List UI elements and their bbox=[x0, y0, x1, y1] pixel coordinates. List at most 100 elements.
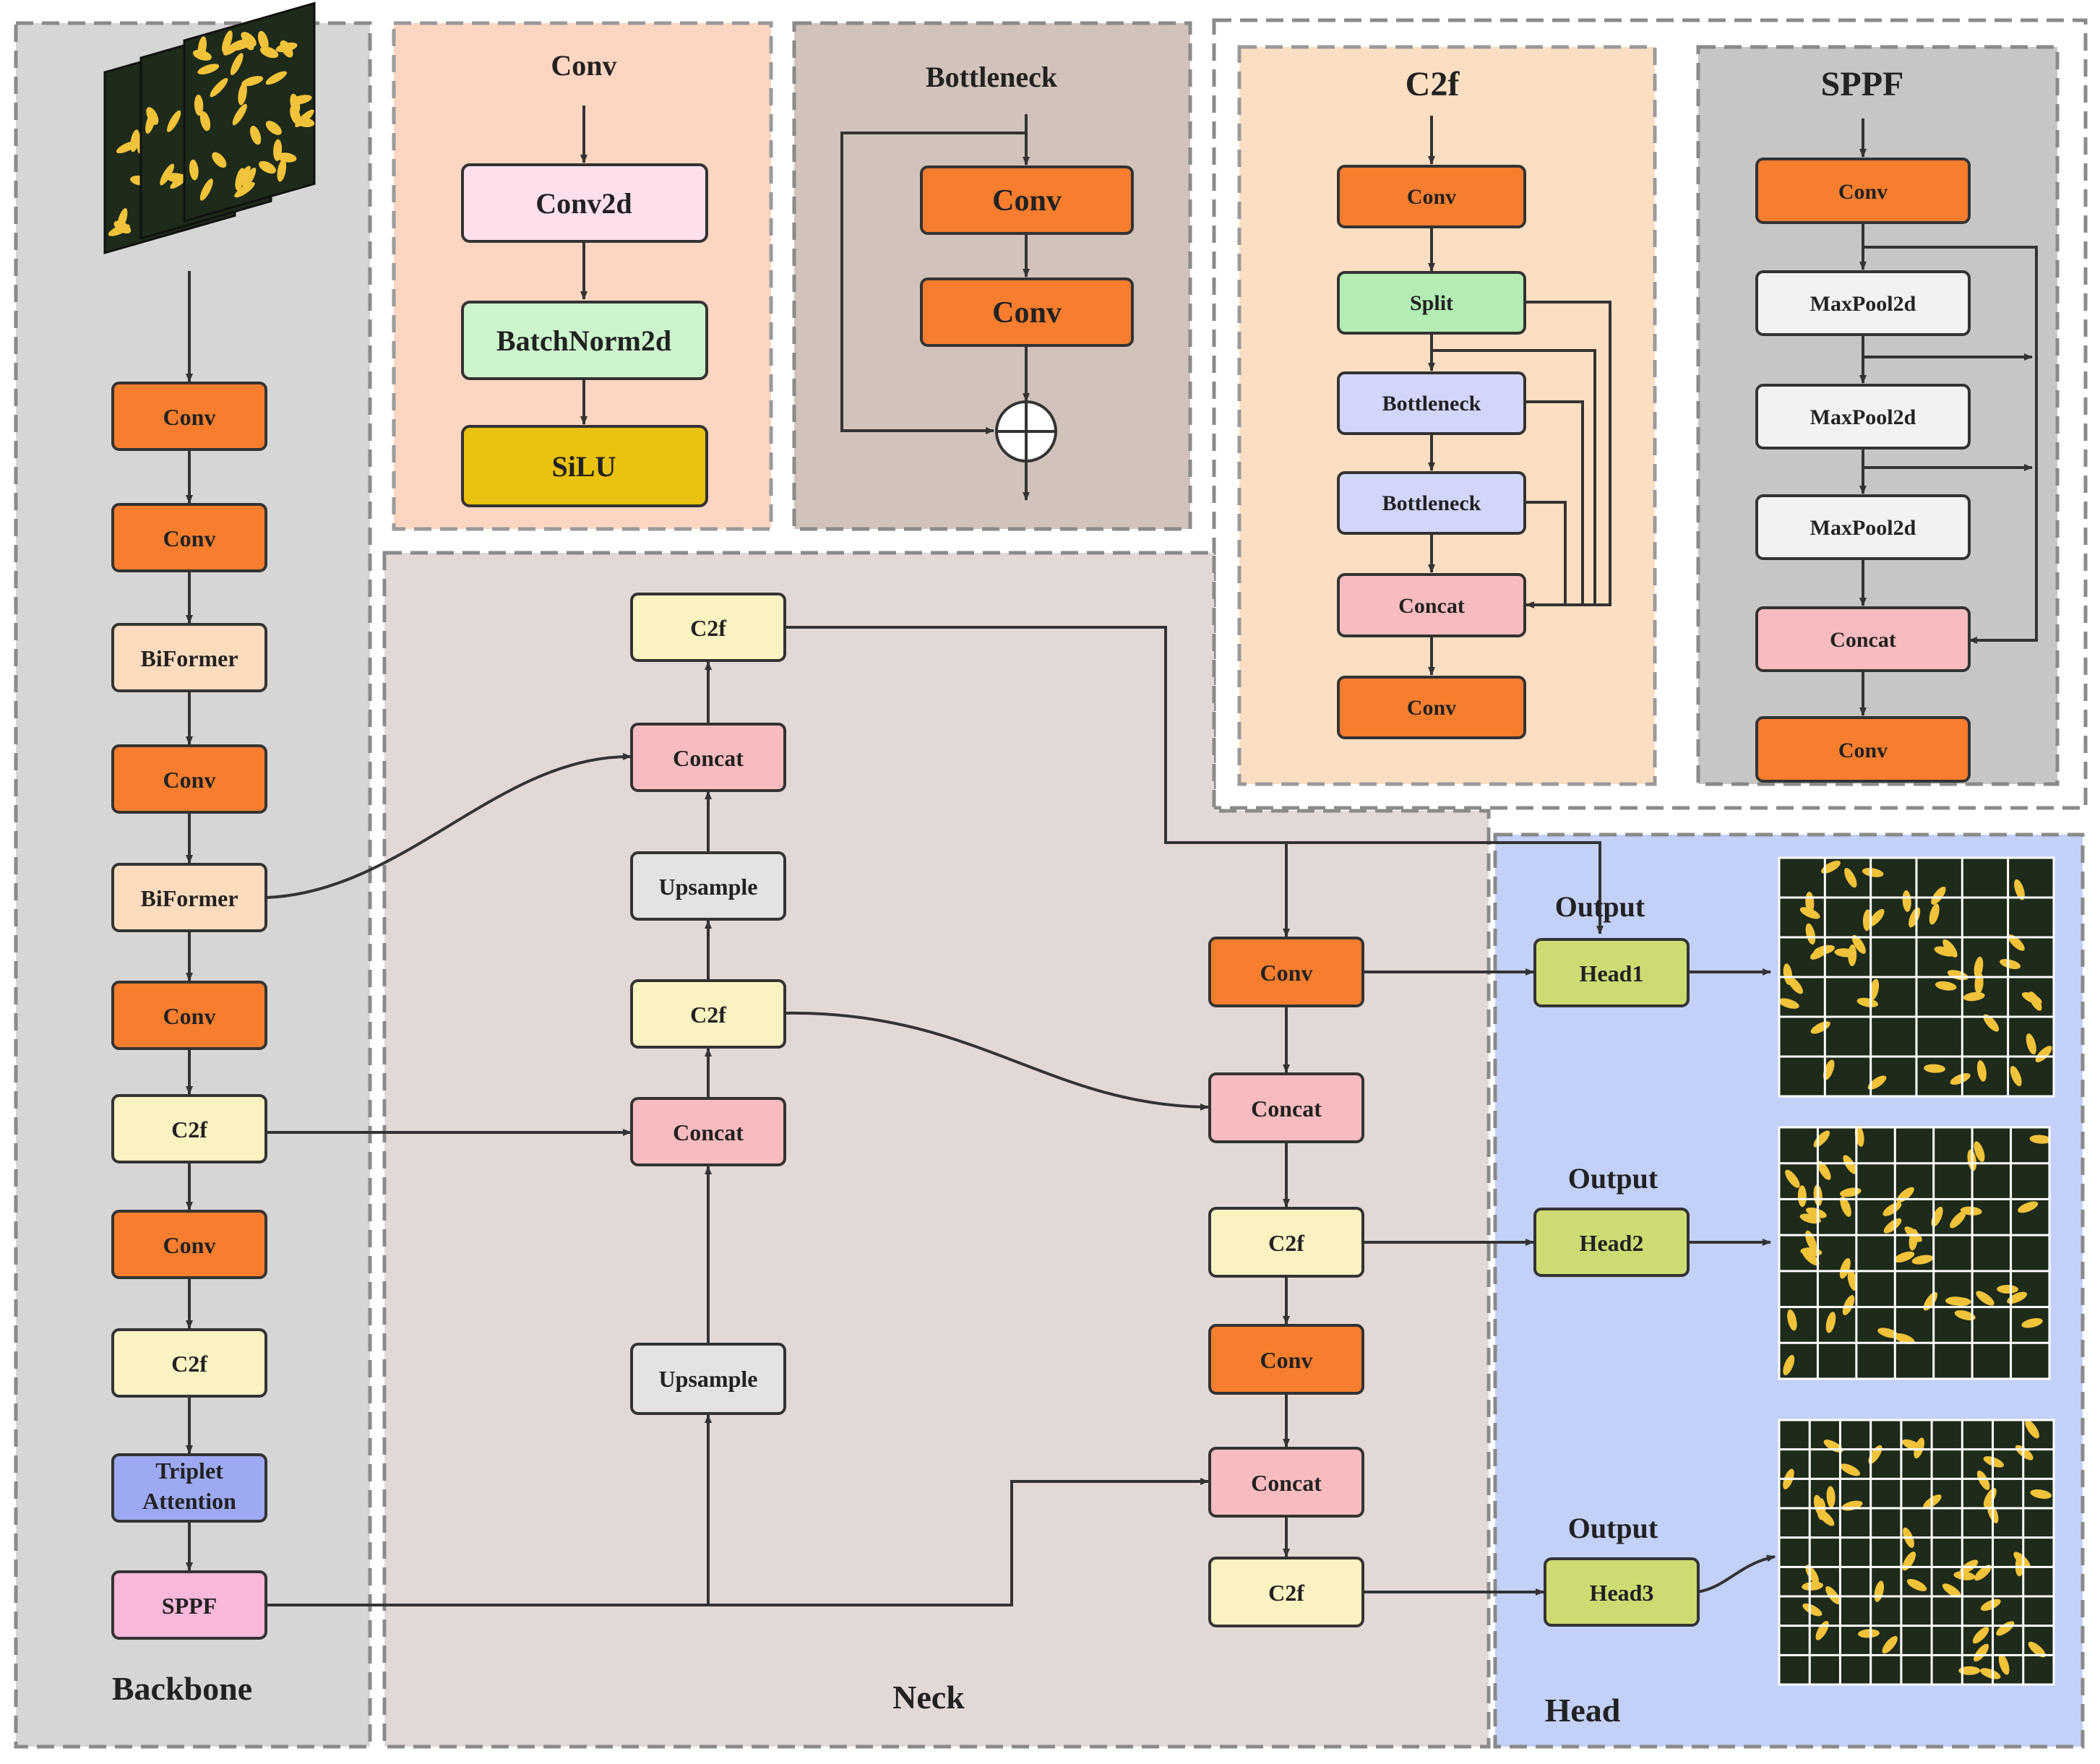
neck-upsample-bottom: Upsample bbox=[630, 1343, 786, 1415]
bottleneck-module-title: Bottleneck bbox=[926, 61, 1058, 93]
backbone-biformer-1: BiFormer bbox=[111, 623, 267, 692]
neck-c2f-right-1: C2f bbox=[1208, 1207, 1364, 1278]
grid-grain-image-icon bbox=[1778, 1419, 2055, 1686]
neck-c2f-top: C2f bbox=[630, 593, 786, 662]
svg-text:Conv: Conv bbox=[1407, 185, 1456, 209]
neck-concat-mid: Concat bbox=[630, 1097, 786, 1166]
c2f-module-conv-1: Conv bbox=[1337, 165, 1526, 228]
silu-block: SiLU bbox=[461, 425, 708, 507]
svg-text:Bottleneck: Bottleneck bbox=[1382, 491, 1481, 515]
backbone-triplet-attention: Triplet Attention bbox=[111, 1453, 267, 1523]
svg-text:Head3: Head3 bbox=[1590, 1580, 1654, 1606]
svg-text:Conv: Conv bbox=[163, 525, 216, 551]
svg-text:C2f: C2f bbox=[171, 1351, 207, 1377]
svg-text:Conv2d: Conv2d bbox=[535, 187, 632, 220]
neck-conv-right-1: Conv bbox=[1208, 937, 1364, 1007]
output-label-2: Output bbox=[1568, 1162, 1658, 1195]
circle-plus-icon bbox=[995, 400, 1057, 462]
neck-concat-right-1: Concat bbox=[1208, 1072, 1364, 1143]
neck-concat-top: Concat bbox=[630, 723, 786, 792]
head2-block: Head2 bbox=[1533, 1208, 1690, 1277]
svg-text:SiLU: SiLU bbox=[552, 450, 616, 483]
svg-text:Concat: Concat bbox=[1398, 594, 1465, 618]
c2f-module-concat: Concat bbox=[1337, 573, 1526, 637]
svg-text:Concat: Concat bbox=[1830, 628, 1896, 652]
svg-text:Head1: Head1 bbox=[1580, 960, 1644, 986]
grain-image-stack-icon bbox=[103, 1, 316, 254]
sppf-module-conv-1: Conv bbox=[1755, 158, 1971, 224]
head1-block: Head1 bbox=[1533, 938, 1690, 1007]
c2f-module-title: C2f bbox=[1406, 65, 1460, 103]
sppf-module-maxpool2d-1: MaxPool2d bbox=[1755, 270, 1971, 336]
svg-text:SPPF: SPPF bbox=[162, 1593, 217, 1619]
backbone-c2f-2: C2f bbox=[111, 1328, 267, 1398]
svg-text:Bottleneck: Bottleneck bbox=[1382, 392, 1481, 416]
sppf-module-maxpool2d-3: MaxPool2d bbox=[1755, 494, 1971, 560]
svg-text:BatchNorm2d: BatchNorm2d bbox=[496, 324, 671, 357]
bottleneck-conv-2: Conv bbox=[920, 277, 1134, 347]
svg-text:Upsample: Upsample bbox=[659, 1366, 758, 1392]
svg-text:Conv: Conv bbox=[163, 404, 216, 430]
neck-c2f-mid: C2f bbox=[630, 979, 786, 1049]
svg-text:Conv: Conv bbox=[163, 1232, 216, 1258]
svg-text:BiFormer: BiFormer bbox=[140, 885, 238, 911]
svg-text:Conv: Conv bbox=[992, 296, 1062, 330]
output-label-1: Output bbox=[1555, 890, 1645, 923]
sppf-module-concat: Concat bbox=[1755, 606, 1971, 672]
svg-text:C2f: C2f bbox=[1268, 1580, 1304, 1606]
svg-text:Conv: Conv bbox=[1407, 696, 1456, 720]
head3-block: Head3 bbox=[1544, 1557, 1700, 1627]
sppf-module-conv-2: Conv bbox=[1755, 716, 1971, 783]
neck-section-label: Neck bbox=[892, 1679, 965, 1716]
conv-module-title: Conv bbox=[551, 49, 616, 82]
conv2d-block: Conv2d bbox=[461, 163, 708, 243]
backbone-c2f-1: C2f bbox=[111, 1094, 267, 1163]
head-connections bbox=[1363, 968, 1776, 1596]
neck-concat-right-2: Concat bbox=[1208, 1447, 1364, 1518]
output-label-3: Output bbox=[1568, 1512, 1658, 1544]
svg-text:Conv: Conv bbox=[1838, 739, 1888, 762]
backbone-conv-4: Conv bbox=[111, 981, 267, 1050]
c2f-module-conv-2: Conv bbox=[1337, 676, 1526, 739]
bottleneck-module-arrows bbox=[840, 114, 1030, 501]
sppf-module-maxpool2d-2: MaxPool2d bbox=[1755, 384, 1971, 449]
svg-text:Upsample: Upsample bbox=[659, 874, 758, 900]
svg-text:Conv: Conv bbox=[992, 184, 1062, 218]
sppf-module-title: SPPF bbox=[1821, 65, 1904, 103]
backbone-biformer-2: BiFormer bbox=[111, 863, 267, 932]
c2f-module-arrows bbox=[1428, 116, 1611, 676]
svg-text:Head2: Head2 bbox=[1580, 1230, 1644, 1256]
backbone-sppf: SPPF bbox=[111, 1570, 267, 1640]
svg-text:Concat: Concat bbox=[673, 1119, 744, 1145]
svg-text:Conv: Conv bbox=[1260, 960, 1313, 986]
svg-text:Concat: Concat bbox=[1251, 1096, 1322, 1122]
grid-grain-image-icon bbox=[1778, 856, 2055, 1098]
backbone-conv-1: Conv bbox=[111, 382, 267, 451]
batchnorm2d-block: BatchNorm2d bbox=[461, 301, 708, 380]
c2f-module-bottleneck-2: Bottleneck bbox=[1337, 471, 1526, 535]
sppf-module-arrows bbox=[1859, 119, 2038, 716]
head-section-label: Head bbox=[1545, 1692, 1621, 1729]
svg-text:Conv: Conv bbox=[163, 767, 216, 793]
svg-text:Triplet: Triplet bbox=[155, 1458, 223, 1484]
svg-text:Conv: Conv bbox=[163, 1003, 216, 1029]
neck-c2f-right-2: C2f bbox=[1208, 1557, 1364, 1627]
neck-connections bbox=[265, 626, 1604, 1606]
svg-text:Attention: Attention bbox=[142, 1488, 236, 1514]
svg-text:Split: Split bbox=[1410, 291, 1453, 315]
backbone-conv-3: Conv bbox=[111, 744, 267, 814]
svg-text:BiFormer: BiFormer bbox=[140, 645, 238, 671]
backbone-conv-2: Conv bbox=[111, 503, 267, 572]
c2f-module-bottleneck-1: Bottleneck bbox=[1337, 371, 1526, 435]
svg-text:Concat: Concat bbox=[1251, 1470, 1322, 1496]
bottleneck-module-panel bbox=[792, 21, 1192, 531]
c2f-module-split: Split bbox=[1337, 271, 1526, 335]
svg-text:Concat: Concat bbox=[673, 745, 744, 771]
bottleneck-conv-1: Conv bbox=[920, 165, 1134, 235]
backbone-conv-5: Conv bbox=[111, 1210, 267, 1279]
svg-text:Conv: Conv bbox=[1260, 1347, 1313, 1373]
svg-text:C2f: C2f bbox=[171, 1117, 207, 1143]
svg-text:C2f: C2f bbox=[690, 615, 726, 641]
svg-text:MaxPool2d: MaxPool2d bbox=[1810, 516, 1916, 540]
